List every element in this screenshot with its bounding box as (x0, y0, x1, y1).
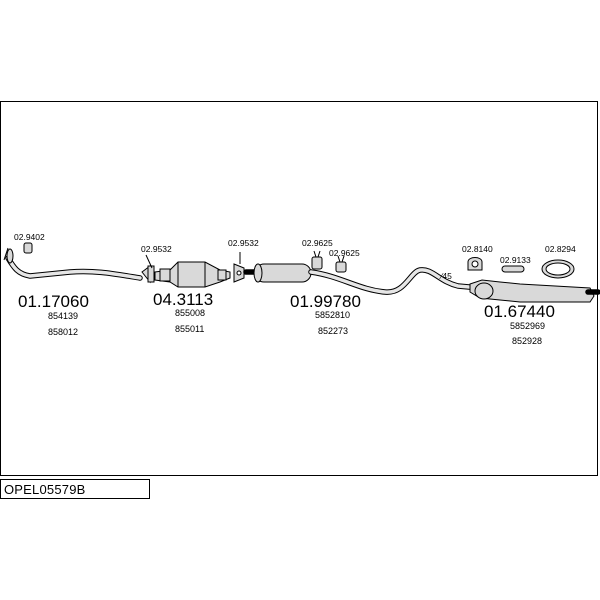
accessory-label-8140: 02.8140 (462, 244, 493, 254)
part-ref-rear-silencer-2: 852928 (512, 336, 542, 346)
part-ref-rear-silencer-1: 5852969 (510, 321, 545, 331)
rubber-mount-2 (335, 255, 347, 273)
part-number-rear-silencer: 01.67440 (484, 302, 555, 321)
accessory-label-9625-1: 02.9625 (302, 238, 333, 248)
clamp-9133 (501, 265, 525, 273)
part-number-catalyst: 04.3113 (153, 290, 213, 309)
vehicle-code-box: OPEL05579B (0, 479, 150, 499)
rubber-mount-1 (311, 250, 323, 270)
accessory-label-9532-right: 02.9532 (228, 238, 259, 248)
hanger-8140 (467, 257, 483, 271)
part-number-middle-silencer: 01.99780 (290, 292, 361, 311)
accessory-label-8294: 02.8294 (545, 244, 576, 254)
part-ref-catalyst-2: 855011 (175, 324, 204, 334)
accessory-label-9532-left: 02.9532 (141, 244, 172, 254)
clamp-9402 (23, 242, 33, 254)
rear-silencer (469, 279, 600, 303)
accessory-label-9625-2: 02.9625 (329, 248, 360, 258)
pipe-diameter-label: ∕45 (439, 271, 452, 281)
part-number-front-pipe: 01.17060 (18, 292, 89, 311)
front-pipe (3, 247, 143, 281)
accessory-label-9133: 02.9133 (500, 255, 531, 265)
part-ref-middle-silencer-1: 5852810 (315, 310, 350, 320)
gasket-left (141, 254, 155, 284)
catalytic-converter (154, 261, 231, 288)
part-ref-catalyst-1: 855008 (175, 308, 205, 318)
part-ref-front-pipe-1: 854139 (48, 311, 78, 321)
ring-gasket-8294 (541, 259, 575, 279)
vehicle-code: OPEL05579B (4, 482, 86, 497)
part-ref-front-pipe-2: 858012 (48, 327, 78, 337)
middle-silencer (243, 263, 483, 295)
part-ref-middle-silencer-2: 852273 (318, 326, 348, 336)
gasket-right (233, 252, 245, 283)
accessory-label-9402: 02.9402 (14, 232, 45, 242)
